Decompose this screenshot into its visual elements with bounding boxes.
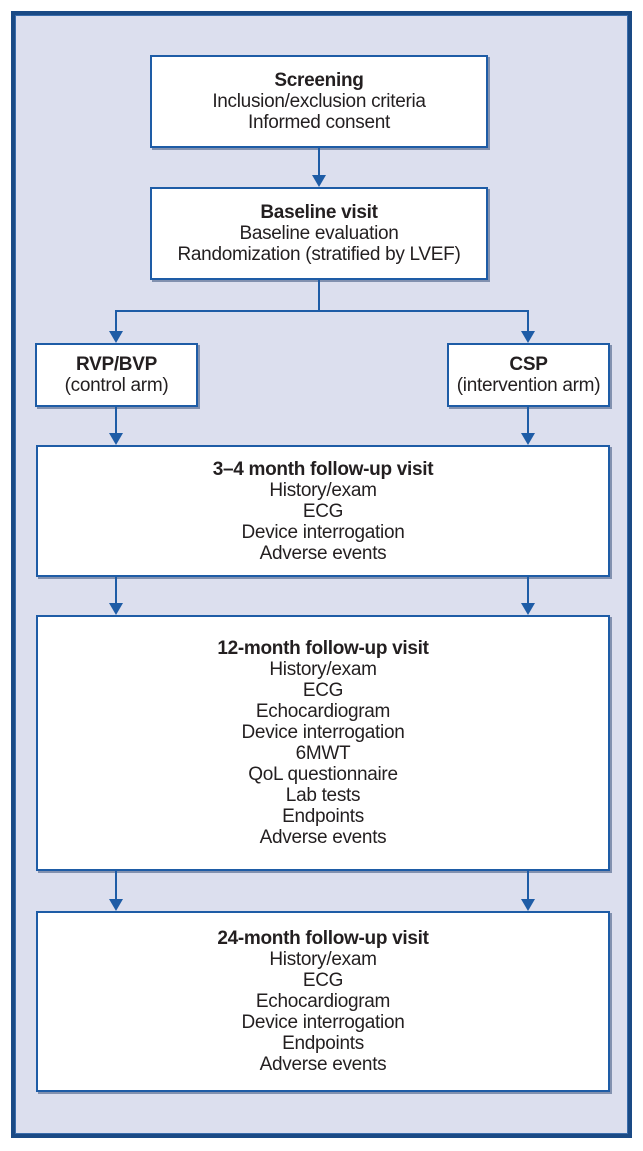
node-screening-line: Informed consent	[247, 112, 390, 133]
node-fu12-line: ECG	[302, 680, 344, 701]
arrowhead-fu34-fu12-left	[109, 603, 123, 615]
connector-fu12-fu24-right	[527, 871, 529, 901]
connector-baseline-split	[318, 280, 320, 312]
node-control-arm-line: (control arm)	[64, 375, 169, 396]
node-screening-title: Screening	[274, 70, 364, 91]
node-baseline-line: Randomization (stratified by LVEF)	[177, 244, 461, 265]
node-screening: Screening Inclusion/exclusion criteria I…	[150, 55, 488, 148]
node-fu34-line: Device interrogation	[241, 521, 405, 543]
connector-fu34-fu12-right	[527, 577, 529, 605]
node-fu34-title: 3–4 month follow-up visit	[212, 458, 434, 480]
arrowhead-split-right	[521, 331, 535, 343]
node-fu24-title: 24-month follow-up visit	[217, 928, 429, 949]
node-fu24-line: Endpoints	[282, 1033, 364, 1054]
node-baseline-line: Baseline evaluation	[239, 223, 399, 244]
node-fu12-line: History/exam	[269, 659, 377, 680]
node-fu34-line: History/exam	[269, 479, 377, 501]
node-followup-12-month: 12-month follow-up visit History/exam EC…	[36, 615, 610, 871]
node-fu12-line: QoL questionnaire	[248, 764, 398, 785]
node-fu12-line: Echocardiogram	[255, 701, 391, 722]
connector-intervention-fu34	[527, 407, 529, 435]
node-fu12-title: 12-month follow-up visit	[217, 638, 429, 659]
connector-control-fu34	[115, 407, 117, 435]
node-fu12-line: Endpoints	[282, 806, 364, 827]
node-fu24-line: History/exam	[269, 949, 377, 970]
connector-split-horizontal	[115, 310, 529, 312]
connector-screening-baseline	[318, 148, 320, 177]
node-followup-24-month: 24-month follow-up visit History/exam EC…	[36, 911, 610, 1092]
node-fu34-line: Adverse events	[259, 542, 387, 564]
node-intervention-arm-title: CSP	[509, 354, 548, 375]
node-baseline-title: Baseline visit	[260, 202, 378, 223]
node-fu12-line: 6MWT	[295, 743, 351, 764]
node-fu24-line: Device interrogation	[241, 1012, 405, 1033]
node-screening-line: Inclusion/exclusion criteria	[212, 91, 426, 112]
connector-fu34-fu12-left	[115, 577, 117, 605]
arrowhead-split-left	[109, 331, 123, 343]
arrowhead-control-fu34	[109, 433, 123, 445]
arrowhead-fu12-fu24-left	[109, 899, 123, 911]
connector-split-right	[527, 310, 529, 332]
node-control-arm-title: RVP/BVP	[76, 354, 157, 375]
node-fu34-line: ECG	[302, 500, 344, 522]
node-fu12-line: Device interrogation	[241, 722, 405, 743]
node-baseline-visit: Baseline visit Baseline evaluation Rando…	[150, 187, 488, 280]
node-followup-3-4-month: 3–4 month follow-up visit History/exam E…	[36, 445, 610, 577]
arrowhead-intervention-fu34	[521, 433, 535, 445]
node-fu24-line: Echocardiogram	[255, 991, 391, 1012]
node-fu12-line: Lab tests	[285, 785, 361, 806]
node-fu24-line: Adverse events	[259, 1054, 387, 1075]
connector-fu12-fu24-left	[115, 871, 117, 901]
node-fu24-line: ECG	[302, 970, 344, 991]
node-fu12-line: Adverse events	[259, 827, 387, 848]
node-intervention-arm: CSP (intervention arm)	[447, 343, 610, 407]
arrowhead-fu12-fu24-right	[521, 899, 535, 911]
connector-split-left	[115, 310, 117, 332]
node-control-arm: RVP/BVP (control arm)	[35, 343, 198, 407]
node-intervention-arm-line: (intervention arm)	[456, 375, 601, 396]
arrowhead-fu34-fu12-right	[521, 603, 535, 615]
arrowhead-screening-baseline	[312, 175, 326, 187]
